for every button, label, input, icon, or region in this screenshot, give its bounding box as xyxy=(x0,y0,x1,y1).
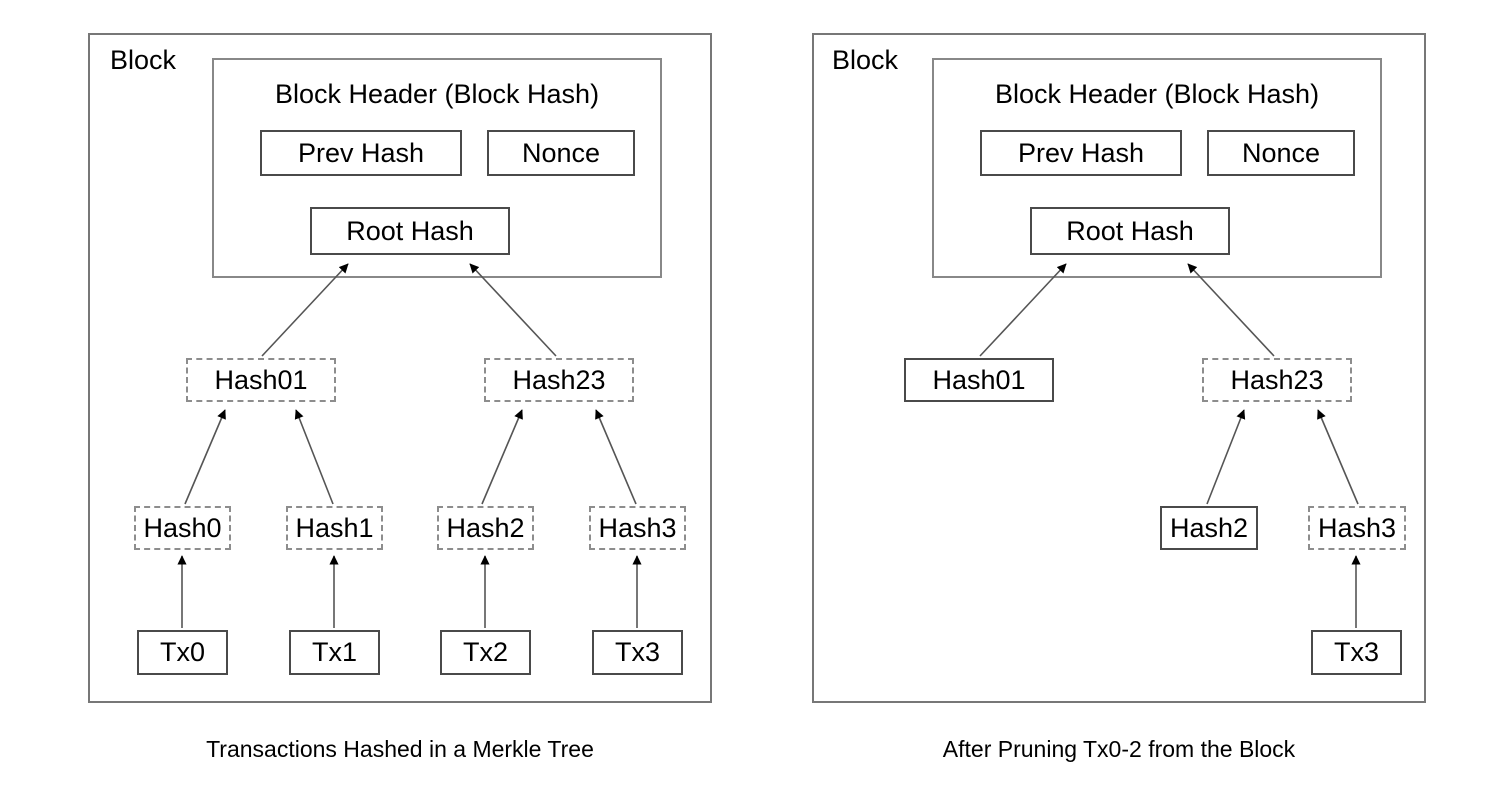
block-header-title-left: Block Header (Block Hash) xyxy=(274,79,600,109)
tx0-box-left: Tx0 xyxy=(137,630,228,675)
nonce-box-left: Nonce xyxy=(487,130,635,176)
tx3-box-right: Tx3 xyxy=(1311,630,1402,675)
tx1-box-left: Tx1 xyxy=(289,630,380,675)
root-hash-box-right: Root Hash xyxy=(1030,207,1230,255)
caption-right: After Pruning Tx0-2 from the Block xyxy=(942,736,1296,762)
hash23-box-right: Hash23 xyxy=(1202,358,1352,402)
tx3-box-left: Tx3 xyxy=(592,630,683,675)
hash3-box-left: Hash3 xyxy=(589,506,686,550)
hash1-box-left: Hash1 xyxy=(286,506,383,550)
hash23-box-left: Hash23 xyxy=(484,358,634,402)
hash2-box-left: Hash2 xyxy=(437,506,534,550)
prev-hash-box-right: Prev Hash xyxy=(980,130,1182,176)
hash3-box-right: Hash3 xyxy=(1308,506,1406,550)
root-hash-box-left: Root Hash xyxy=(310,207,510,255)
nonce-box-right: Nonce xyxy=(1207,130,1355,176)
block-label-left: Block xyxy=(110,45,177,75)
block-label-right: Block xyxy=(832,45,899,75)
hash2-box-right: Hash2 xyxy=(1160,506,1258,550)
block-header-title-right: Block Header (Block Hash) xyxy=(994,79,1320,109)
hash01-box-right: Hash01 xyxy=(904,358,1054,402)
hash01-box-left: Hash01 xyxy=(186,358,336,402)
tx2-box-left: Tx2 xyxy=(440,630,531,675)
caption-left: Transactions Hashed in a Merkle Tree xyxy=(206,736,594,762)
hash0-box-left: Hash0 xyxy=(134,506,231,550)
prev-hash-box-left: Prev Hash xyxy=(260,130,462,176)
